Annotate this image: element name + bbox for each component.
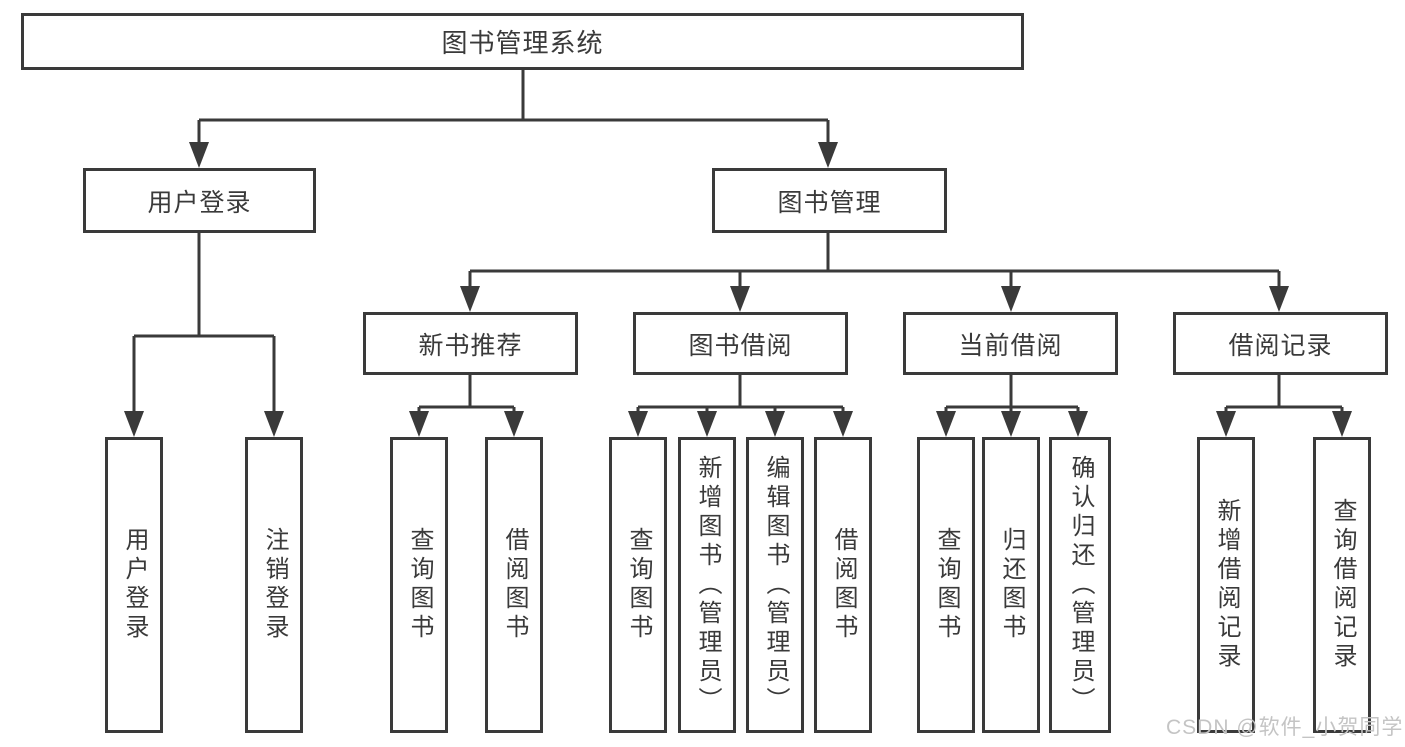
node-label: 确认归还（管理员） (1067, 454, 1094, 716)
arrow-down-icon (936, 411, 956, 437)
arrow-down-icon (765, 411, 785, 437)
arrow-down-icon (1001, 286, 1021, 312)
arrow-down-icon (833, 411, 853, 437)
node-confirm-return-admin: 确认归还（管理员） (1049, 437, 1111, 733)
node-label: 查询图书 (406, 527, 433, 643)
node-label: 查询图书 (625, 527, 652, 643)
connector-root-to-level2 (197, 70, 830, 146)
node-current-borrowing: 当前借阅 (903, 312, 1118, 375)
node-label: 查询图书 (933, 527, 960, 643)
node-label: 注销登录 (261, 527, 288, 643)
node-label: 图书借阅 (688, 331, 793, 360)
node-new-book-recommendation: 新书推荐 (363, 312, 578, 375)
arrow-down-icon (1269, 286, 1289, 312)
arrow-down-icon (460, 286, 480, 312)
node-return-books: 归还图书 (982, 437, 1040, 733)
node-label: 新增图书（管理员） (694, 454, 721, 716)
node-borrow-books-borrowing: 借阅图书 (814, 437, 872, 733)
node-label: 图书管理系统 (441, 28, 604, 58)
connector-current-children (944, 375, 1080, 413)
node-query-books-recommend: 查询图书 (390, 437, 448, 733)
node-label: 新书推荐 (418, 331, 523, 360)
connector-user-login-children (132, 233, 276, 413)
arrow-down-icon (504, 411, 524, 437)
node-query-books-borrowing: 查询图书 (609, 437, 667, 733)
node-add-borrow-record: 新增借阅记录 (1197, 437, 1255, 733)
arrow-down-icon (730, 286, 750, 312)
node-label: 归还图书 (998, 527, 1025, 643)
node-user-login: 用户登录 (105, 437, 163, 733)
arrow-down-icon (1332, 411, 1352, 437)
connector-borrowing-children (636, 375, 845, 413)
node-query-books-current: 查询图书 (917, 437, 975, 733)
connector-new-book-children (417, 375, 516, 413)
node-label: 用户登录 (121, 527, 148, 643)
arrow-down-icon (124, 411, 144, 437)
csdn-watermark: CSDN @软件_小贺同学 (1166, 716, 1404, 739)
node-logout: 注销登录 (245, 437, 303, 733)
node-label: 当前借阅 (958, 331, 1063, 360)
node-add-book-admin: 新增图书（管理员） (678, 437, 736, 733)
node-label: 新增借阅记录 (1213, 498, 1240, 672)
arrow-down-icon (264, 411, 284, 437)
arrow-down-icon (818, 142, 838, 168)
node-borrowing-records: 借阅记录 (1173, 312, 1388, 375)
node-library-management-system: 图书管理系统 (21, 13, 1024, 70)
connector-book-management-children (468, 233, 1281, 290)
node-borrow-books-recommend: 借阅图书 (485, 437, 543, 733)
node-label: 查询借阅记录 (1329, 498, 1356, 672)
arrow-down-icon (628, 411, 648, 437)
node-label: 编辑图书（管理员） (762, 454, 789, 716)
node-label: 图书管理 (777, 188, 882, 217)
arrow-down-icon (1216, 411, 1236, 437)
node-book-borrowing: 图书借阅 (633, 312, 848, 375)
arrow-down-icon (409, 411, 429, 437)
node-label: 借阅记录 (1228, 331, 1333, 360)
node-label: 借阅图书 (501, 527, 528, 643)
node-book-management: 图书管理 (712, 168, 947, 233)
arrow-down-icon (1001, 411, 1021, 437)
node-user-login-group: 用户登录 (83, 168, 316, 233)
connector-records-children (1224, 375, 1344, 413)
arrow-down-icon (1068, 411, 1088, 437)
arrowheads (124, 142, 1352, 437)
arrow-down-icon (697, 411, 717, 437)
node-edit-book-admin: 编辑图书（管理员） (746, 437, 804, 733)
node-label: 用户登录 (147, 188, 252, 217)
node-query-borrow-record: 查询借阅记录 (1313, 437, 1371, 733)
arrow-down-icon (189, 142, 209, 168)
node-label: 借阅图书 (830, 527, 857, 643)
